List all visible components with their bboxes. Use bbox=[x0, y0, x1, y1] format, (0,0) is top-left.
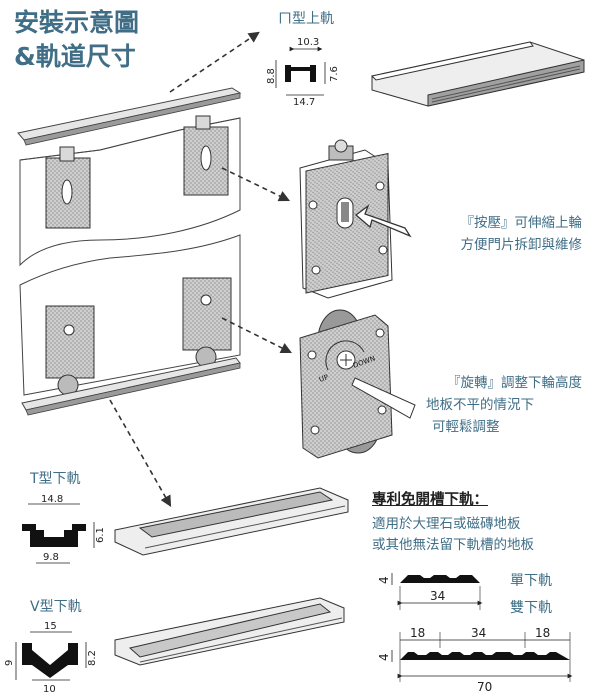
double-rail-dim-total: 70 bbox=[477, 680, 492, 694]
t-rail-dim-width-top: 14.8 bbox=[41, 494, 63, 505]
patent-line-2: 或其他無法留下軌槽的地板 bbox=[372, 537, 534, 553]
press-note-line-2: 方便門片拆卸與維修 bbox=[460, 237, 583, 253]
v-rail-section bbox=[15, 631, 87, 681]
single-rail-label: 單下軌 bbox=[510, 573, 552, 589]
top-rail-long bbox=[17, 87, 242, 146]
title-line-2: &軌道尺寸 bbox=[14, 42, 136, 71]
double-rail-dim-middle: 34 bbox=[471, 626, 486, 640]
press-note-line-1: 『按壓』可伸縮上輪 bbox=[460, 215, 583, 231]
v-rail-dim-height-right: 8.2 bbox=[87, 650, 98, 666]
top-rail-dim-width-top: 10.3 bbox=[297, 37, 319, 48]
rotate-wheel-plate: UP DOWN bbox=[299, 309, 416, 459]
top-rail-dim-width-bottom: 14.7 bbox=[293, 97, 315, 108]
top-rail-label: ㄇ型上軌 bbox=[278, 11, 334, 27]
up-label: UP bbox=[318, 373, 330, 384]
patent-line-1: 適用於大理石或磁磚地板 bbox=[372, 516, 521, 532]
top-rail-dim-height-left: 8.8 bbox=[266, 68, 277, 84]
v-rail-3d bbox=[114, 597, 345, 666]
double-rail-profile bbox=[391, 632, 573, 682]
page-title: 安裝示意圖 &軌道尺寸 bbox=[14, 6, 139, 74]
arrow-to-floor-rail bbox=[109, 399, 172, 507]
rotate-note-line-2: 地板不平的情況下 bbox=[426, 397, 534, 413]
top-rail-dim-height-right: 7.6 bbox=[329, 66, 340, 82]
rotate-note-line-1: 『旋轉』調整下輪高度 bbox=[447, 375, 582, 391]
double-rail-dim-right: 18 bbox=[535, 626, 550, 640]
patent-title: 專利免開槽下軌： bbox=[372, 492, 488, 508]
press-note: 『按壓』可伸縮上輪 方便門片拆卸與維修 bbox=[392, 212, 583, 256]
bottom-rail-long bbox=[21, 357, 241, 416]
t-rail-dim-width-bottom: 9.8 bbox=[43, 552, 59, 563]
double-rail-label: 雙下軌 bbox=[510, 600, 552, 616]
rotate-note-line-3: 可輕鬆調整 bbox=[432, 419, 500, 435]
v-rail-label: V型下軌 bbox=[30, 599, 82, 615]
double-rail-dim-height: 4 bbox=[377, 653, 391, 661]
upper-door-panel bbox=[19, 115, 241, 267]
v-rail-dim-height-left: 9 bbox=[4, 660, 15, 666]
t-rail-3d bbox=[114, 487, 349, 556]
arrow-to-press-wheel bbox=[221, 167, 291, 202]
v-rail-dim-width-top: 15 bbox=[44, 621, 57, 632]
t-rail-section bbox=[22, 503, 95, 564]
title-line-1: 安裝示意圖 bbox=[14, 8, 140, 37]
single-rail-dim-height: 4 bbox=[377, 576, 391, 584]
arrow-to-rotate-wheel bbox=[221, 317, 293, 354]
press-wheel-plate bbox=[299, 139, 412, 299]
arrow-to-top-rail bbox=[169, 31, 260, 93]
v-rail-dim-width-bottom: 10 bbox=[43, 684, 56, 695]
t-rail-dim-height: 6.1 bbox=[95, 527, 106, 543]
double-rail-dim-left: 18 bbox=[410, 626, 425, 640]
top-rail-section bbox=[275, 46, 326, 96]
single-rail-dim-width: 34 bbox=[430, 589, 445, 603]
single-rail-profile bbox=[391, 573, 483, 610]
t-rail-label: T型下軌 bbox=[30, 471, 81, 487]
top-rail-3d bbox=[370, 41, 585, 107]
rotate-note: 『旋轉』調整下輪高度 地板不平的情況下 可輕鬆調整 bbox=[392, 372, 582, 438]
lower-door-panel bbox=[19, 234, 241, 396]
